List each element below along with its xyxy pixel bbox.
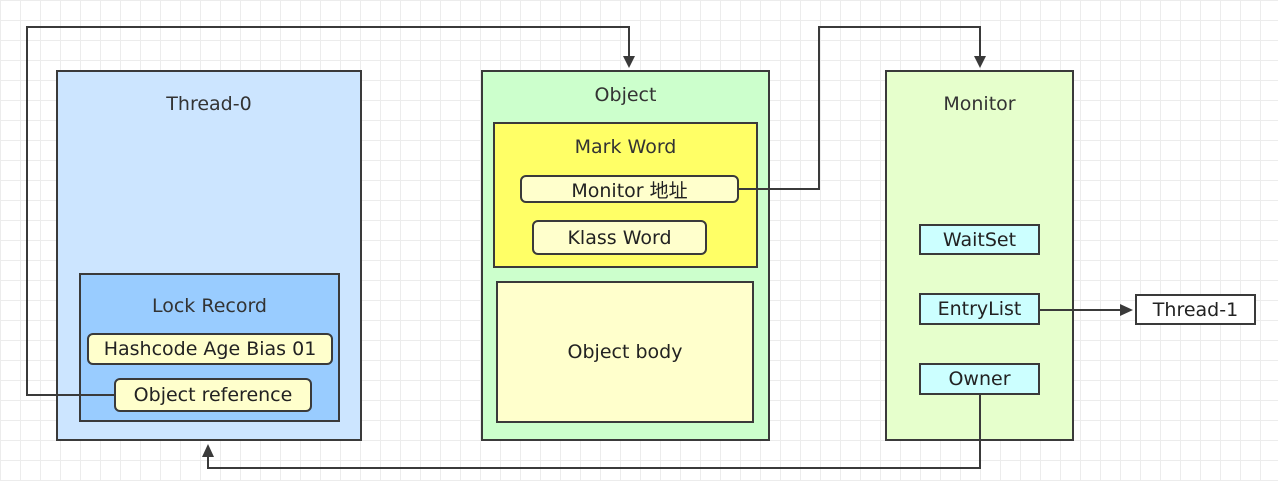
arrow-head-thread0-icon bbox=[202, 444, 214, 457]
thread0-title: Thread-0 bbox=[166, 93, 252, 115]
owner-field: Owner bbox=[919, 363, 1040, 395]
klass-word-field: Klass Word bbox=[532, 220, 707, 255]
thread1-box: Thread-1 bbox=[1135, 294, 1256, 325]
waitset-field: WaitSet bbox=[919, 224, 1040, 255]
object-reference-field: Object reference bbox=[114, 378, 312, 412]
hashcode-field: Hashcode Age Bias 01 bbox=[87, 333, 333, 365]
object-body: Object body bbox=[496, 281, 754, 423]
lock-record-title: Lock Record bbox=[151, 295, 267, 317]
entrylist-field: EntryList bbox=[919, 293, 1040, 325]
arrow-head-thread1-icon bbox=[1120, 304, 1133, 316]
arrow-head-object-icon bbox=[623, 56, 635, 68]
arrow-head-monitor-icon bbox=[974, 56, 986, 68]
object-title: Object bbox=[594, 84, 657, 106]
monitor-address-field: Monitor 地址 bbox=[520, 175, 739, 203]
mark-word-title: Mark Word bbox=[574, 136, 677, 158]
monitor-title: Monitor bbox=[943, 93, 1016, 115]
